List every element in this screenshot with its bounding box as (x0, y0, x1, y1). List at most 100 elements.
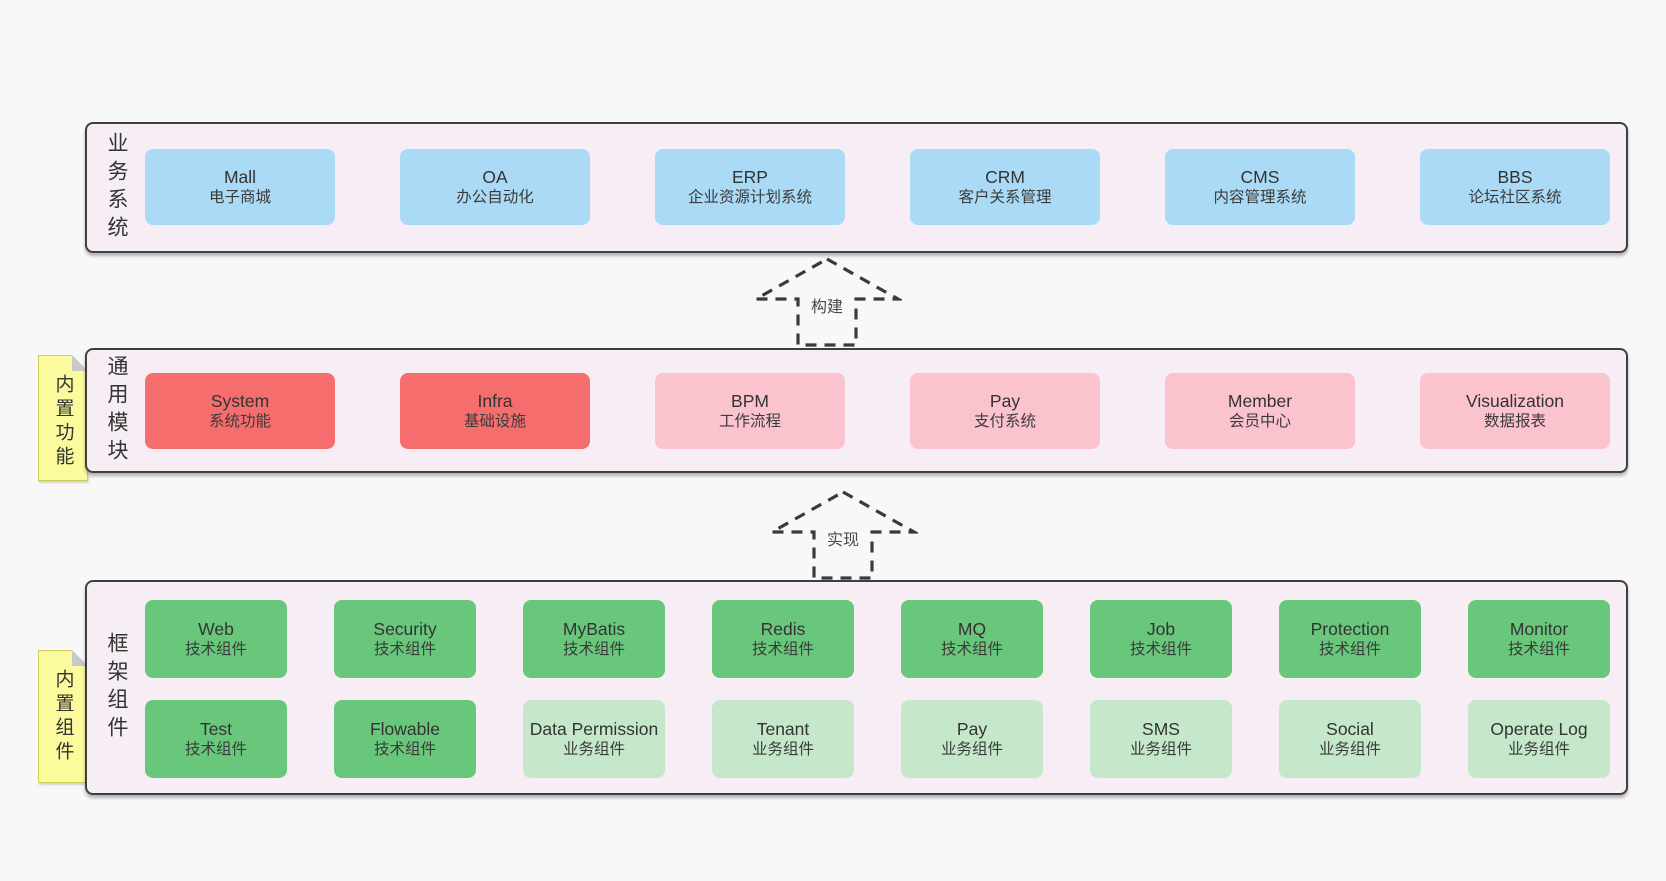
sticky-tag-built-in-features: 内置功能 (38, 355, 88, 481)
box-subtitle: 企业资源计划系统 (687, 189, 812, 207)
box-title: Protection (1310, 618, 1390, 639)
box-subtitle: 业务组件 (751, 741, 814, 759)
box-subtitle: 技术组件 (1129, 641, 1192, 659)
box-oa: OA 办公自动化 (400, 149, 590, 225)
box-title: Monitor (1509, 618, 1569, 639)
dashed-up-arrow-icon (749, 257, 905, 347)
box-title: Test (199, 718, 233, 739)
box-title: OA (482, 166, 508, 187)
box-subtitle: 技术组件 (1318, 641, 1381, 659)
box-mall: Mall 电子商城 (145, 149, 335, 225)
box-subtitle: 客户关系管理 (958, 189, 1052, 207)
box-mq: MQ 技术组件 (901, 600, 1043, 678)
box-test: Test 技术组件 (145, 700, 287, 778)
box-monitor: Monitor 技术组件 (1468, 600, 1610, 678)
box-title: CMS (1240, 166, 1280, 187)
box-web: Web 技术组件 (145, 600, 287, 678)
box-title: Pay (956, 718, 988, 739)
box-subtitle: 基础设施 (463, 413, 526, 431)
box-bbs: BBS 论坛社区系统 (1420, 149, 1610, 225)
box-erp: ERP 企业资源计划系统 (655, 149, 845, 225)
box-subtitle: 电子商城 (208, 189, 271, 207)
box-subtitle: 工作流程 (718, 413, 781, 431)
box-security: Security 技术组件 (334, 600, 476, 678)
box-title: SMS (1142, 718, 1180, 739)
box-subtitle: 业务组件 (562, 741, 625, 759)
box-subtitle: 技术组件 (751, 641, 814, 659)
box-title: Infra (477, 390, 513, 411)
box-title: MQ (957, 618, 987, 639)
box-subtitle: 支付系统 (973, 413, 1036, 431)
box-mybatis: MyBatis 技术组件 (523, 600, 665, 678)
business-systems-panel: 业务系统 Mall 电子商城 OA 办公自动化 ERP 企业资源计划系统 CRM… (85, 122, 1628, 253)
box-title: Tenant (756, 718, 810, 739)
box-member: Member 会员中心 (1165, 373, 1355, 449)
box-subtitle: 会员中心 (1228, 413, 1291, 431)
box-title: Mall (223, 166, 257, 187)
box-title: Member (1227, 390, 1293, 411)
panel-title: 业务系统 (105, 131, 128, 244)
box-subtitle: 技术组件 (940, 641, 1003, 659)
box-visualization: Visualization 数据报表 (1420, 373, 1610, 449)
box-title: Flowable (369, 718, 441, 739)
box-redis: Redis 技术组件 (712, 600, 854, 678)
box-social: Social 业务组件 (1279, 700, 1421, 778)
box-crm: CRM 客户关系管理 (910, 149, 1100, 225)
box-subtitle: 内容管理系统 (1213, 189, 1307, 207)
box-title: Job (1146, 618, 1176, 639)
box-title: CRM (985, 166, 1025, 187)
box-subtitle: 业务组件 (1318, 741, 1381, 759)
panel-title: 通用模块 (105, 354, 128, 467)
box-title: System (210, 390, 270, 411)
box-tenant: Tenant 业务组件 (712, 700, 854, 778)
box-system: System 系统功能 (145, 373, 335, 449)
box-pay-system: Pay 支付系统 (910, 373, 1100, 449)
box-title: Redis (760, 618, 806, 639)
box-data-permission: Data Permission 业务组件 (523, 700, 665, 778)
box-title: Social (1326, 718, 1374, 739)
box-title: Security (373, 618, 437, 639)
box-cms: CMS 内容管理系统 (1165, 149, 1355, 225)
box-subtitle: 办公自动化 (456, 189, 534, 207)
box-row: Web 技术组件 Security 技术组件 MyBatis 技术组件 Redi… (145, 600, 1610, 678)
box-title: MyBatis (562, 618, 626, 639)
box-subtitle: 技术组件 (184, 641, 247, 659)
box-subtitle: 论坛社区系统 (1468, 189, 1562, 207)
box-title: Web (198, 618, 234, 639)
box-subtitle: 系统功能 (208, 413, 271, 431)
sticky-tag-label: 内置组件 (52, 669, 74, 765)
box-sms: SMS 业务组件 (1090, 700, 1232, 778)
box-subtitle: 业务组件 (1129, 741, 1192, 759)
framework-components-panel: 框架组件 Web 技术组件 Security 技术组件 MyBatis 技术组件… (85, 580, 1628, 795)
box-row: Mall 电子商城 OA 办公自动化 ERP 企业资源计划系统 CRM 客户关系… (145, 149, 1610, 225)
box-subtitle: 数据报表 (1483, 413, 1546, 431)
box-subtitle: 技术组件 (562, 641, 625, 659)
build-arrow: 构建 (749, 256, 905, 348)
box-subtitle: 业务组件 (1507, 741, 1570, 759)
box-title: Pay (989, 390, 1021, 411)
box-operate-log: Operate Log 业务组件 (1468, 700, 1610, 778)
box-bpm: BPM 工作流程 (655, 373, 845, 449)
box-subtitle: 技术组件 (373, 741, 436, 759)
box-title: BBS (1497, 166, 1533, 187)
dashed-up-arrow-icon (765, 490, 921, 580)
box-title: BPM (731, 390, 769, 411)
box-job: Job 技术组件 (1090, 600, 1232, 678)
box-title: Operate Log (1490, 718, 1588, 739)
common-modules-panel: 通用模块 System 系统功能 Infra 基础设施 BPM 工作流程 Pay… (85, 348, 1628, 473)
box-pay-component: Pay 业务组件 (901, 700, 1043, 778)
box-row: System 系统功能 Infra 基础设施 BPM 工作流程 Pay 支付系统… (145, 373, 1610, 449)
build-arrow-label: 构建 (807, 292, 847, 318)
box-subtitle: 技术组件 (1507, 641, 1570, 659)
box-subtitle: 技术组件 (184, 741, 247, 759)
box-title: Data Permission (529, 718, 659, 739)
sticky-tag-label: 内置功能 (52, 374, 74, 470)
implement-arrow: 实现 (765, 489, 921, 581)
box-protection: Protection 技术组件 (1279, 600, 1421, 678)
box-title: Visualization (1466, 390, 1564, 411)
box-title: ERP (732, 166, 768, 187)
box-infra: Infra 基础设施 (400, 373, 590, 449)
box-subtitle: 业务组件 (940, 741, 1003, 759)
box-row: Test 技术组件 Flowable 技术组件 Data Permission … (145, 700, 1610, 778)
